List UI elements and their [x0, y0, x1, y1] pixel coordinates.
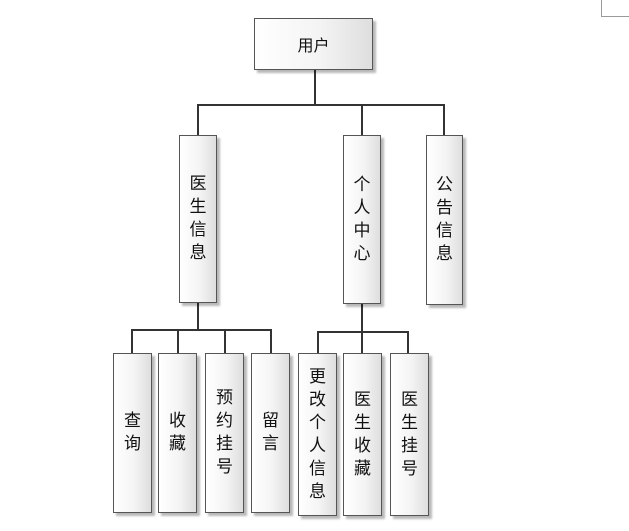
edge-personal-center-bar [317, 331, 409, 333]
edge-to-personal-center [361, 104, 363, 135]
label-char: 人 [309, 435, 326, 456]
node-doctor-registration: 医生挂号 [390, 353, 429, 516]
node-message: 留言 [251, 353, 290, 513]
label-char: 中 [353, 220, 371, 241]
node-user: 用户 [254, 18, 373, 70]
label-char: 生 [401, 412, 418, 433]
label-char: 信 [189, 220, 207, 240]
edge-to-favorite [177, 329, 179, 353]
label-char: 号 [401, 458, 418, 479]
node-message-label: 留言 [262, 410, 279, 456]
label-char: 信 [309, 458, 326, 479]
node-appointment-label: 预约挂号 [216, 387, 233, 479]
node-notice-info: 公告信息 [426, 135, 463, 305]
label-char: 藏 [354, 458, 371, 479]
edge-to-notice-info [443, 104, 445, 135]
label-char: 人 [353, 197, 371, 218]
edge-to-appointment [224, 329, 226, 353]
label-char: 挂 [401, 435, 418, 456]
label-char: 藏 [169, 434, 186, 454]
edge-to-doctor-info [197, 104, 199, 135]
label-char: 预 [216, 388, 233, 408]
edge-personal-center-down [361, 304, 363, 332]
label-char: 个 [353, 174, 371, 195]
label-char: 生 [354, 412, 371, 433]
edge-to-message [270, 329, 272, 353]
edge-root-down [314, 70, 316, 105]
page-corner-mark [601, 0, 602, 17]
label-char: 言 [262, 434, 279, 454]
label-char: 告 [436, 198, 453, 218]
node-notice-info-label: 公告信息 [436, 174, 453, 266]
label-char: 医 [189, 174, 207, 194]
label-char: 医 [354, 389, 371, 410]
edge-to-edit-profile [317, 331, 319, 353]
node-query-label: 查询 [124, 410, 141, 456]
label-char: 医 [401, 389, 418, 410]
node-doctor-info: 医生信息 [179, 135, 217, 303]
edge-level1-bar [197, 104, 444, 106]
node-edit-profile-label: 更改个人信息 [309, 366, 326, 504]
label-char: 息 [189, 243, 207, 263]
label-char: 生 [189, 197, 207, 217]
label-char: 更 [309, 366, 326, 387]
node-query: 查询 [113, 353, 152, 513]
label-char: 心 [353, 243, 371, 264]
label-char: 息 [309, 481, 326, 502]
edge-to-doctor-favorites [361, 331, 363, 353]
node-personal-center-label: 个人中心 [354, 174, 371, 266]
node-edit-profile: 更改个人信息 [298, 353, 337, 516]
edge-doctor-info-down [197, 303, 199, 330]
label-char: 信 [436, 221, 453, 241]
node-doctor-favorites: 医生收藏 [343, 353, 382, 516]
label-char: 约 [216, 411, 233, 431]
label-char: 收 [354, 435, 371, 456]
node-favorite: 收藏 [158, 353, 197, 513]
label-char: 收 [169, 411, 186, 431]
label-char: 留 [262, 411, 279, 431]
node-user-label: 用户 [297, 36, 330, 55]
node-doctor-registration-label: 医生挂号 [401, 389, 418, 481]
label-char: 挂 [216, 434, 233, 454]
page-corner-mark-horizontal [601, 16, 629, 17]
node-appointment: 预约挂号 [205, 353, 244, 513]
node-favorite-label: 收藏 [169, 410, 186, 456]
label-char: 号 [216, 457, 233, 477]
label-char: 改 [309, 389, 326, 410]
edge-to-doctor-registration [407, 331, 409, 353]
label-char: 公 [436, 175, 453, 195]
label-char: 询 [124, 434, 141, 454]
label-char: 个 [309, 412, 326, 433]
edge-doctor-info-bar [131, 329, 272, 331]
label-char: 息 [436, 244, 453, 264]
edge-to-query [131, 329, 133, 353]
node-doctor-favorites-label: 医生收藏 [354, 389, 371, 481]
label-char: 查 [124, 411, 141, 431]
node-doctor-info-label: 医生信息 [190, 173, 207, 265]
node-personal-center: 个人中心 [343, 135, 381, 304]
